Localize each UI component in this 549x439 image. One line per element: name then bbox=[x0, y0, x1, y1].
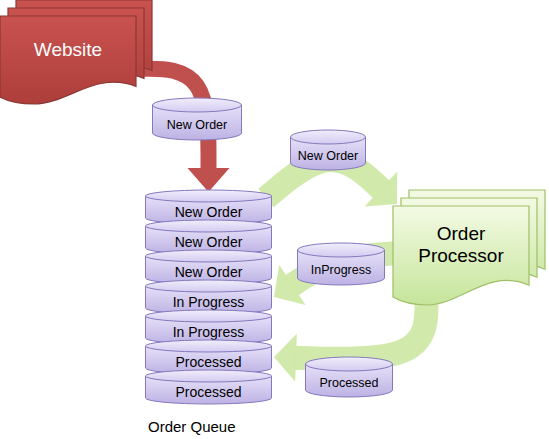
queue-item: New Order bbox=[145, 250, 272, 284]
node-label: In Progress bbox=[173, 294, 245, 310]
node-label: Processed bbox=[175, 354, 241, 370]
cylinder-top bbox=[291, 130, 366, 144]
message-cylinder: Processed bbox=[305, 357, 393, 397]
message-cylinder: New Order bbox=[290, 130, 366, 170]
arrow-head bbox=[274, 334, 297, 382]
queue-item: Processed bbox=[145, 370, 272, 404]
node-label: In Progress bbox=[173, 324, 245, 340]
node-texts: Website bbox=[4, 16, 132, 85]
node-texts: Processed bbox=[145, 381, 272, 403]
node-texts: Order Processor bbox=[397, 206, 525, 283]
cylinder-top bbox=[146, 370, 272, 382]
arrow-head bbox=[188, 168, 230, 192]
node-texts: New Order bbox=[290, 143, 366, 169]
node-label: New Order bbox=[175, 264, 243, 280]
cylinder-top bbox=[146, 340, 272, 352]
cylinder-top bbox=[146, 190, 272, 202]
flow-arrow bbox=[274, 297, 426, 382]
cylinder-top bbox=[146, 220, 272, 232]
cylinder-top bbox=[146, 280, 272, 292]
order-processor: Order Processor bbox=[393, 190, 545, 305]
node-texts: InProgress bbox=[297, 256, 385, 284]
arrow-shaft bbox=[294, 297, 427, 359]
node-texts: New Order bbox=[152, 111, 242, 139]
flow-arrow bbox=[138, 69, 230, 192]
queue-item: In Progress bbox=[145, 310, 272, 344]
queue-item: New Order bbox=[145, 190, 272, 224]
message-cylinder: New Order bbox=[152, 98, 242, 140]
arrow-head bbox=[365, 171, 398, 206]
node-label: Processed bbox=[319, 376, 378, 390]
node-label: New Order bbox=[298, 149, 358, 163]
node-label: Processed bbox=[175, 384, 241, 400]
node-texts: Processed bbox=[305, 370, 393, 396]
cylinder-top bbox=[298, 243, 385, 257]
queue-item: New Order bbox=[145, 220, 272, 254]
node-label: Website bbox=[34, 39, 102, 61]
cylinder-top bbox=[146, 250, 272, 262]
node-label: Order Processor bbox=[397, 223, 525, 267]
node-label: InProgress bbox=[311, 263, 371, 277]
caption-label: Order Queue bbox=[148, 418, 236, 435]
queue-item: In Progress bbox=[145, 280, 272, 314]
cylinder-top bbox=[146, 310, 272, 322]
node-label: New Order bbox=[175, 234, 243, 250]
message-cylinder: InProgress bbox=[297, 243, 385, 285]
document-sheet bbox=[393, 206, 529, 305]
cylinder-top bbox=[306, 357, 393, 371]
document-sheet bbox=[0, 16, 136, 104]
cylinder-top bbox=[153, 98, 242, 112]
node-label: New Order bbox=[167, 118, 227, 132]
website-source: Website bbox=[0, 0, 152, 104]
queue-item: Processed bbox=[145, 340, 272, 374]
node-label: New Order bbox=[175, 204, 243, 220]
